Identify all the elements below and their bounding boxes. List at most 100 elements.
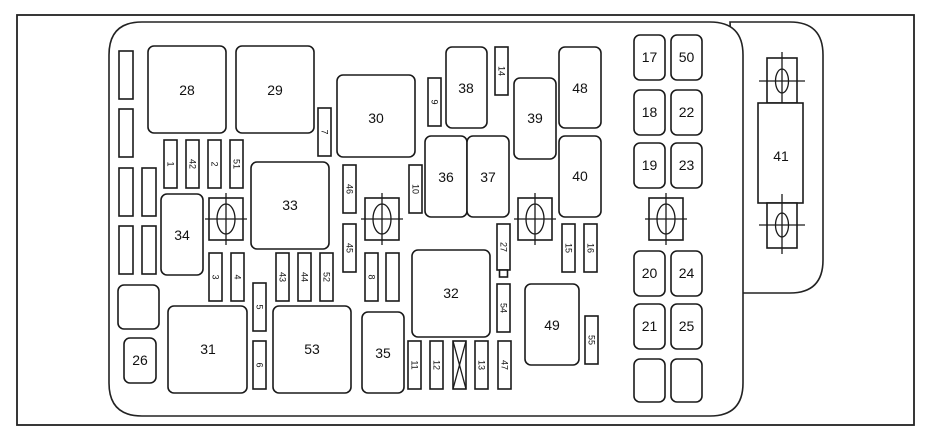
relay-39[interactable]: 39 [513,77,557,160]
relay-31[interactable]: 31 [167,305,248,394]
fuse-24[interactable]: 24 [670,250,703,297]
empty-slot [118,108,134,158]
empty-slot [141,167,157,217]
fuse-label: 25 [679,318,695,334]
fuse-label: 19 [642,157,658,173]
relay-label: 39 [527,110,543,126]
fuse-label: 55 [587,335,597,345]
empty-fuse-slot [633,358,666,403]
fuse-46[interactable]: 46 [342,164,357,214]
fuse-label: 15 [564,243,574,253]
relay-37[interactable]: 37 [466,135,510,218]
relay-33[interactable]: 33 [250,161,330,250]
fuse-label: 22 [679,104,695,120]
relay-30[interactable]: 30 [336,74,416,158]
fuse-42[interactable]: 42 [185,139,200,189]
fuse-5[interactable]: 5 [252,282,267,332]
mega-fuse-41[interactable]: 41 [757,52,805,254]
bolt-terminal-icon [361,193,403,245]
fuse-label: 13 [477,360,487,370]
fuse-21[interactable]: 21 [633,303,666,350]
fuse-label: 18 [642,104,658,120]
fuse-label: 4 [233,274,243,279]
fuse-13[interactable]: 13 [474,340,489,390]
relay-label: 26 [132,352,148,368]
relay-label: 28 [179,82,195,98]
fuse-47[interactable]: 47 [497,340,512,390]
relay-34[interactable]: 34 [160,193,204,276]
fuse-label: 6 [255,362,265,367]
fuse-16[interactable]: 16 [583,223,598,273]
fuse-1[interactable]: 1 [163,139,178,189]
fuse-7[interactable]: 7 [317,107,332,157]
fuse-25[interactable]: 25 [670,303,703,350]
fuse-55[interactable]: 55 [584,315,599,365]
relay-label: 35 [375,345,391,361]
fuse-label: 42 [188,159,198,169]
fuse-27[interactable]: 27 [496,223,511,278]
relay-label: 29 [267,82,283,98]
relay-label: 37 [480,169,496,185]
fuse-2[interactable]: 2 [207,139,222,189]
relay-28[interactable]: 28 [147,45,227,134]
fuse-22[interactable]: 22 [670,89,703,136]
fuse-23[interactable]: 23 [670,142,703,189]
fuse-8[interactable]: 8 [364,252,379,302]
fuse-50[interactable]: 50 [670,34,703,81]
fuse-15[interactable]: 15 [561,223,576,273]
fuse-label: 45 [345,243,355,253]
relay-label: 30 [368,110,384,126]
fuse-label: 10 [411,184,421,194]
fuse-9[interactable]: 9 [427,77,442,127]
fuse-4[interactable]: 4 [230,252,245,302]
fuse-label: 1 [166,161,176,166]
relay-32[interactable]: 32 [411,249,491,338]
relay-29[interactable]: 29 [235,45,315,134]
fuse-label: 9 [430,99,440,104]
fuse-label: 8 [367,274,377,279]
fuse-51[interactable]: 51 [229,139,244,189]
fuse-18[interactable]: 18 [633,89,666,136]
relay-label: 32 [443,285,459,301]
relay-label: 48 [572,80,588,96]
fuse-12[interactable]: 12 [429,340,444,390]
fuse-14[interactable]: 14 [494,46,509,96]
relay-48[interactable]: 48 [558,46,602,129]
empty-slot [118,167,134,217]
fuse-label: 2 [210,161,220,166]
relay-26[interactable]: 26 [123,337,157,384]
fuse-label: 7 [320,129,330,134]
relay-35[interactable]: 35 [361,311,405,394]
fuse-54[interactable]: 54 [496,283,511,333]
relay-40[interactable]: 40 [558,135,602,218]
relay-36[interactable]: 36 [424,135,468,218]
relay-53[interactable]: 53 [272,305,352,394]
relay-49[interactable]: 49 [524,283,580,366]
fuse-19[interactable]: 19 [633,142,666,189]
empty-fuse-slot [385,252,400,302]
relay-38[interactable]: 38 [445,46,488,129]
fuse-52[interactable]: 52 [319,252,334,302]
fuse-slot-unused [452,340,467,390]
fuse-6[interactable]: 6 [252,340,267,390]
relay-label: 34 [174,227,190,243]
relay-label: 36 [438,169,454,185]
relay-label: 40 [572,168,588,184]
empty-fuse-slot [670,358,703,403]
fuse-label: 3 [211,274,221,279]
fuse-43[interactable]: 43 [275,252,290,302]
fuse-label: 47 [500,360,510,370]
fuse-label: 52 [322,272,332,282]
fuse-3[interactable]: 3 [208,252,223,302]
empty-slot [118,225,134,275]
empty-slot [141,225,157,275]
fuse-17[interactable]: 17 [633,34,666,81]
fuse-11[interactable]: 11 [407,340,422,390]
fuse-label: 51 [232,159,242,169]
fuse-44[interactable]: 44 [297,252,312,302]
fuse-20[interactable]: 20 [633,250,666,297]
fuse-10[interactable]: 10 [408,164,423,214]
empty-slot [118,50,134,100]
fuse-45[interactable]: 45 [342,223,357,273]
fuse-label: 12 [432,360,442,370]
